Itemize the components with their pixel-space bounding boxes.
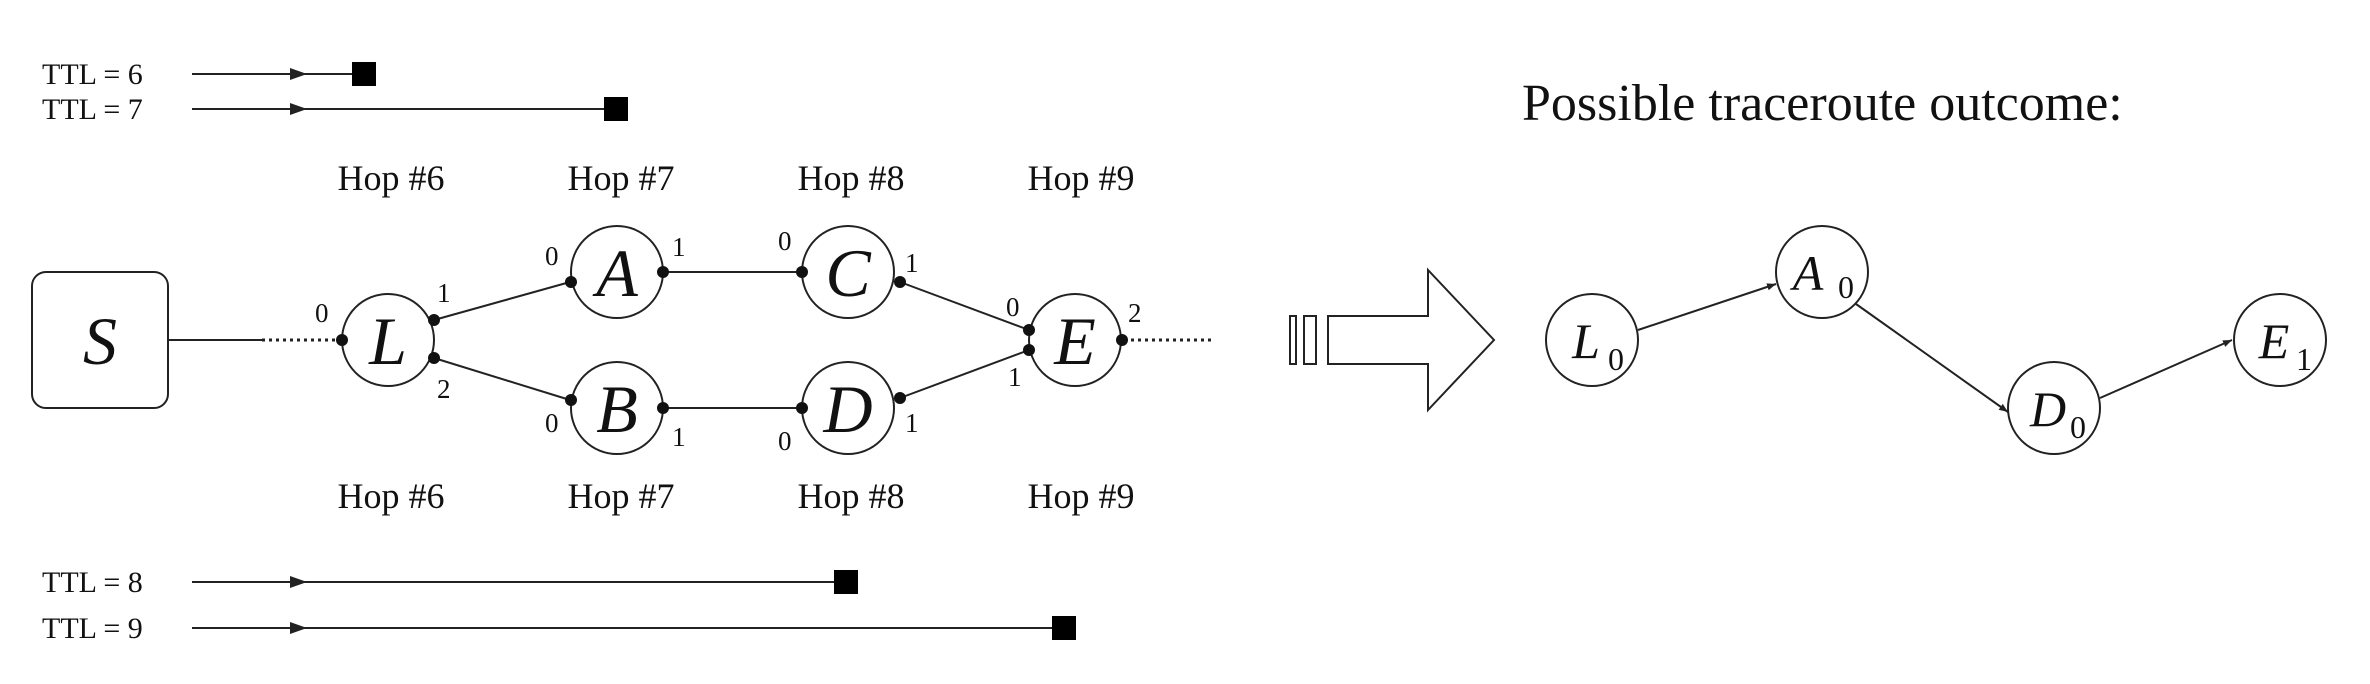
node-label: D [822,371,872,447]
link-d-e [899,349,1030,399]
outcome-title: Possible traceroute outcome: [1522,75,2123,132]
node-b: B 0 1 [545,361,686,455]
hop-label: Hop #9 [1028,158,1135,198]
outcome-node-e1: E 1 [2233,293,2327,387]
port-label: 1 [672,232,686,262]
hop-label: Hop #7 [568,158,675,198]
port-label: 1 [672,422,686,452]
hop-label: Hop #8 [798,158,905,198]
outcome-arrow [1637,283,1777,331]
outcome-node-circle [1775,225,1869,319]
node-label: B [596,371,638,447]
link-l-b [433,357,571,401]
port-label: 1 [905,408,919,438]
probe-end-square [1052,616,1076,640]
node-label: E [1053,303,1096,379]
node-label: L [368,303,407,379]
link-c-e [899,281,1030,331]
outcome-arrow [2099,339,2233,399]
probe-end-square [834,570,858,594]
port-dot [796,402,808,414]
outcome-node-label: A [1790,245,1824,301]
port-label: 0 [545,241,559,271]
node-label: C [825,235,871,311]
outcome-node-subscript: 0 [1608,341,1624,377]
source-box [31,271,169,409]
outcome-node-label: L [1571,313,1600,369]
port-label: 0 [1006,292,1020,322]
ttl-label: TTL = 9 [42,612,143,645]
hop-label: Hop #9 [1028,476,1135,516]
hop-label: Hop #6 [338,476,445,516]
port-label: 2 [1128,298,1142,328]
node-label: A [592,235,638,311]
port-dot [336,334,348,346]
transition-arrow-icon [1289,267,1496,413]
outcome-edges [1637,283,2233,413]
outcome-node-subscript: 0 [1838,269,1854,305]
ttl-label: TTL = 7 [42,93,143,126]
hop-label: Hop #7 [568,476,675,516]
source-label: S [83,303,117,379]
port-dot [657,266,669,278]
ttl-label: TTL = 8 [42,566,143,599]
probe-end-square [352,62,376,86]
node-c: C 0 1 [778,225,919,319]
port-label: 0 [315,298,329,328]
node-d: D 0 1 [778,361,919,456]
probe-arrowhead-icon [290,576,307,588]
port-dot [796,266,808,278]
hop-label: Hop #8 [798,476,905,516]
port-dot [565,394,577,406]
probe-arrowhead-icon [290,103,307,115]
port-dot [1116,334,1128,346]
port-label: 0 [778,426,792,456]
link-l-a [433,281,571,321]
port-dot [565,276,577,288]
outcome-node-subscript: 1 [2296,341,2312,377]
port-dot [657,402,669,414]
node-e: E 0 1 2 [1006,292,1142,392]
port-label: 1 [437,278,451,308]
port-dot [894,276,906,288]
probe-ttl-7: TTL = 7 [42,93,628,126]
outcome-arrow [1855,303,2009,413]
node-a: A 0 1 [545,225,686,319]
port-dot [428,314,440,326]
port-dot [894,392,906,404]
outcome-node-label: D [2029,381,2066,437]
probe-ttl-8: TTL = 8 [42,566,858,599]
node-l: L 0 1 2 [315,278,451,404]
outcome-node-l0: L 0 [1545,293,1639,387]
source-node: S [31,271,169,409]
hop-labels-top: Hop #6 Hop #7 Hop #8 Hop #9 [338,158,1135,198]
port-label: 2 [437,374,451,404]
port-dot [1023,344,1035,356]
port-dot [1023,324,1035,336]
outcome-node-a0: A 0 [1775,225,1869,319]
port-label: 0 [778,226,792,256]
probe-ttl-9: TTL = 9 [42,612,1076,645]
port-dot [428,352,440,364]
probe-arrowhead-icon [290,68,307,80]
outcome-node-d0: D 0 [2007,361,2101,455]
outcome-node-circle [2007,361,2101,455]
hop-label: Hop #6 [338,158,445,198]
ttl-label: TTL = 6 [42,58,143,91]
probe-arrowhead-icon [290,622,307,634]
network-links [168,271,1212,409]
port-label: 1 [1008,362,1022,392]
probe-end-square [604,97,628,121]
outcome-node-circle [1545,293,1639,387]
port-label: 1 [905,248,919,278]
probe-ttl-6: TTL = 6 [42,58,376,91]
port-label: 0 [545,408,559,438]
outcome-node-circle [2233,293,2327,387]
outcome-node-subscript: 0 [2070,409,2086,445]
hop-labels-bottom: Hop #6 Hop #7 Hop #8 Hop #9 [338,476,1135,516]
outcome-node-label: E [2258,313,2290,369]
